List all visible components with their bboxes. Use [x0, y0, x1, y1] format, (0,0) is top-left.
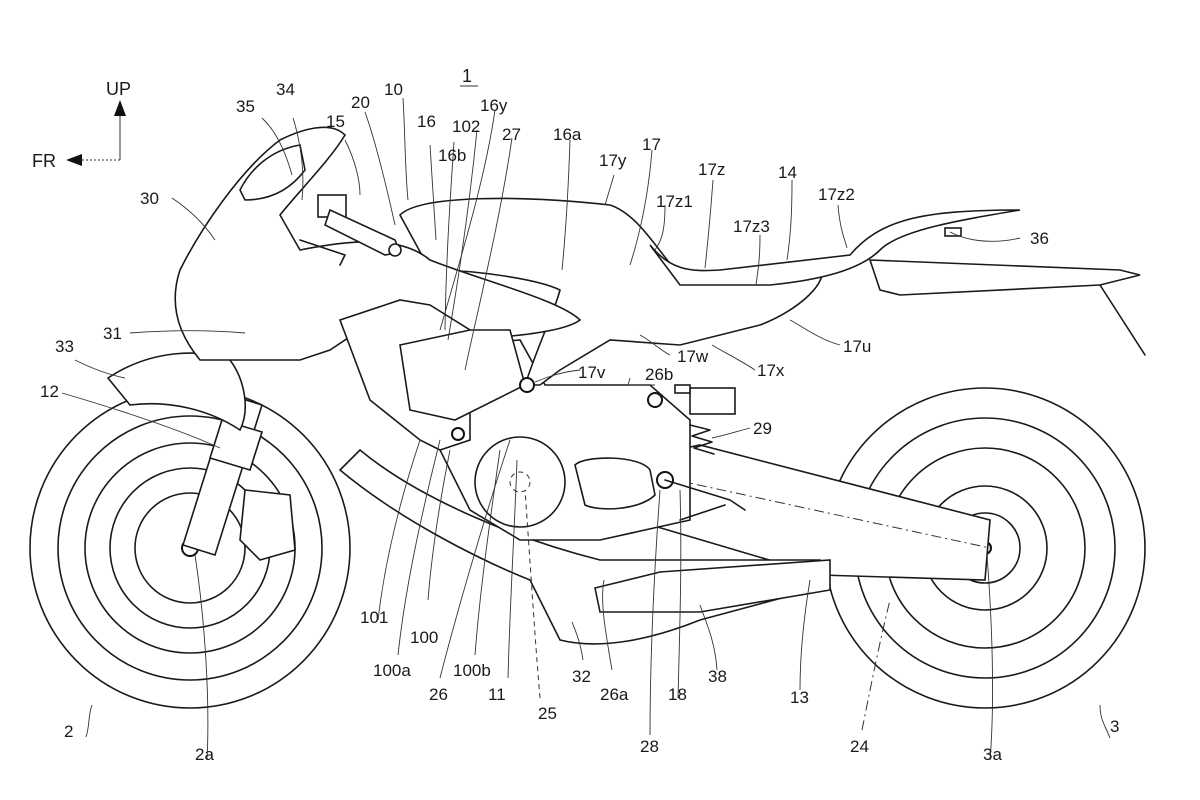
footrest — [679, 504, 726, 521]
seat — [649, 209, 1021, 286]
label-17w: 17w — [677, 347, 709, 366]
label-12: 12 — [40, 382, 59, 401]
label-26b: 26b — [645, 365, 673, 384]
crank-cover — [474, 436, 566, 528]
front-label: FR — [32, 151, 56, 171]
brake-lever — [299, 239, 346, 266]
reference-labels: 35 34 20 10 15 16 16y 102 27 16b 16a 17y… — [40, 80, 1119, 764]
label-25: 25 — [538, 704, 557, 723]
license-bracket — [1099, 284, 1146, 356]
label-14: 14 — [778, 163, 797, 182]
label-13: 13 — [790, 688, 809, 707]
chain-line — [559, 454, 991, 549]
main-reference-number: 1 — [462, 66, 472, 86]
label-18: 18 — [668, 685, 687, 704]
frame-bolt-front — [451, 427, 465, 441]
label-2a: 2a — [195, 745, 214, 764]
label-27: 27 — [502, 125, 521, 144]
leader-lines — [61, 97, 1111, 761]
crank-axis — [509, 471, 531, 493]
handlebar-assembly — [299, 194, 402, 266]
label-33: 33 — [55, 337, 74, 356]
front-caliper — [239, 489, 296, 561]
label-2: 2 — [64, 722, 73, 741]
label-101: 101 — [360, 608, 388, 627]
label-20: 20 — [351, 93, 370, 112]
headlight-visor — [239, 144, 306, 201]
front-fender — [106, 352, 246, 432]
label-26: 26 — [429, 685, 448, 704]
label-38: 38 — [708, 667, 727, 686]
label-35: 35 — [236, 97, 255, 116]
label-17v: 17v — [578, 363, 606, 382]
label-34: 34 — [276, 80, 295, 99]
up-label: UP — [106, 79, 131, 99]
tail-cowl — [868, 259, 1141, 296]
clutch-cover — [574, 457, 656, 510]
front-tire-inner — [57, 415, 323, 681]
label-102: 102 — [452, 117, 480, 136]
sensor-connector — [674, 384, 691, 394]
bar-end — [388, 243, 402, 257]
front-hub — [134, 492, 246, 604]
label-16: 16 — [417, 112, 436, 131]
frame-bolt-upper — [519, 377, 535, 393]
up-arrow-icon — [114, 100, 126, 116]
label-16b: 16b — [438, 146, 466, 165]
tail-light — [944, 227, 962, 237]
label-16a: 16a — [553, 125, 582, 144]
label-16y: 16y — [480, 96, 508, 115]
label-100: 100 — [410, 628, 438, 647]
label-17y: 17y — [599, 151, 627, 170]
label-100a: 100a — [373, 661, 411, 680]
label-26a: 26a — [600, 685, 629, 704]
sensor-unit — [689, 387, 736, 415]
label-3: 3 — [1110, 717, 1119, 736]
frame-bolt-rear-upper — [647, 392, 663, 408]
fuel-tank — [399, 197, 823, 386]
label-30: 30 — [140, 189, 159, 208]
label-17z1: 17z1 — [656, 192, 693, 211]
shock-spring — [689, 424, 715, 455]
label-100b: 100b — [453, 661, 491, 680]
brake-pedal-link — [664, 479, 746, 511]
label-24: 24 — [850, 737, 869, 756]
label-10: 10 — [384, 80, 403, 99]
label-17x: 17x — [757, 361, 785, 380]
label-17z: 17z — [698, 160, 725, 179]
direction-indicator: UP FR — [32, 79, 131, 171]
label-28: 28 — [640, 737, 659, 756]
label-32: 32 — [572, 667, 591, 686]
label-36: 36 — [1030, 229, 1049, 248]
label-3a: 3a — [983, 745, 1002, 764]
label-17u: 17u — [843, 337, 871, 356]
label-11: 11 — [488, 685, 506, 704]
label-17z3: 17z3 — [733, 217, 770, 236]
label-31: 31 — [103, 324, 122, 343]
label-15: 15 — [326, 112, 345, 131]
label-29: 29 — [753, 419, 772, 438]
front-fork — [181, 393, 296, 561]
label-17z2: 17z2 — [818, 185, 855, 204]
front-arrow-icon — [66, 154, 82, 166]
label-17: 17 — [642, 135, 661, 154]
